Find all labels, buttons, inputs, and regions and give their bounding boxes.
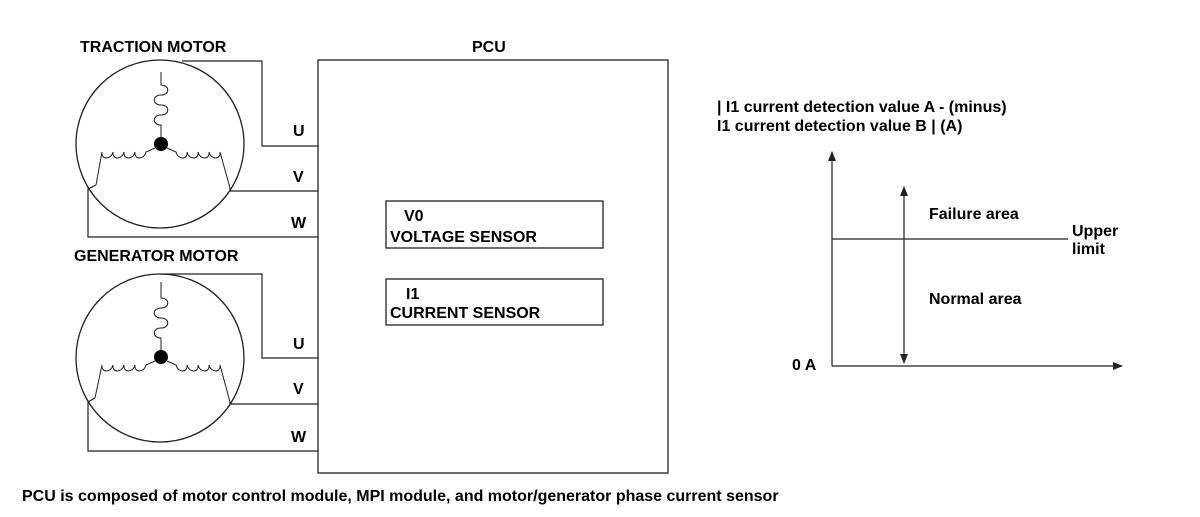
traction-motor-wire-v — [229, 188, 318, 192]
traction-motor-coil-right — [166, 147, 231, 189]
generator-motor-wire-u — [161, 273, 318, 359]
traction-motor-phase-w: W — [291, 215, 307, 232]
traction-motor-phase-v: V — [293, 169, 304, 186]
current-sensor-id: I1 — [406, 286, 419, 303]
diagram-caption: PCU is composed of motor control module,… — [22, 488, 779, 505]
zero-amp-label: 0 A — [792, 357, 817, 374]
pcu-unit: PCU V0 VOLTAGE SENSOR I1 CURRENT SENSOR — [317, 39, 669, 474]
voltage-sensor-box — [385, 200, 604, 249]
graph-y-label-line1: | I1 current detection value A - (minus) — [717, 99, 1007, 116]
current-sensor-name: CURRENT SENSOR — [390, 305, 541, 322]
generator-motor-wire-w — [87, 397, 318, 452]
traction-motor-title: TRACTION MOTOR — [80, 39, 227, 56]
voltage-sensor-name: VOLTAGE SENSOR — [390, 229, 537, 246]
normal-area-label: Normal area — [929, 291, 1022, 308]
upper-limit-label-line1: Upper — [1072, 223, 1118, 240]
traction-motor-coil-left — [95, 147, 156, 186]
traction-motor-coil-top — [153, 72, 169, 137]
generator-motor: GENERATOR MOTOR U V W — [74, 248, 318, 452]
failure-area-label: Failure area — [929, 206, 1019, 223]
generator-motor-coil-left — [94, 360, 156, 399]
current-sensor-block: I1 CURRENT SENSOR — [385, 278, 604, 326]
generator-motor-wire-v — [229, 402, 318, 405]
generator-motor-phase-u: U — [293, 336, 305, 353]
current-sensor-box — [385, 278, 604, 326]
traction-motor-wire-u — [182, 60, 318, 147]
generator-motor-title: GENERATOR MOTOR — [74, 248, 239, 265]
generator-motor-phase-v: V — [293, 381, 304, 398]
generator-motor-coil-right — [166, 360, 231, 403]
generator-motor-neutral-point — [154, 350, 168, 364]
pcu-box — [317, 59, 669, 474]
voltage-sensor-block: V0 VOLTAGE SENSOR — [385, 200, 604, 249]
threshold-graph: | I1 current detection value A - (minus)… — [717, 99, 1123, 374]
traction-motor: TRACTION MOTOR U V W — [75, 39, 318, 238]
generator-motor-phase-w: W — [291, 429, 307, 446]
traction-motor-wire-w — [87, 184, 318, 238]
traction-motor-neutral-point — [154, 137, 168, 151]
graph-y-label-line2: I1 current detection value B | (A) — [717, 118, 962, 135]
upper-limit-label-line2: limit — [1072, 241, 1106, 258]
voltage-sensor-id: V0 — [404, 208, 424, 225]
traction-motor-phase-u: U — [293, 123, 305, 140]
generator-motor-coil-top — [153, 282, 169, 350]
pcu-title: PCU — [472, 39, 506, 56]
